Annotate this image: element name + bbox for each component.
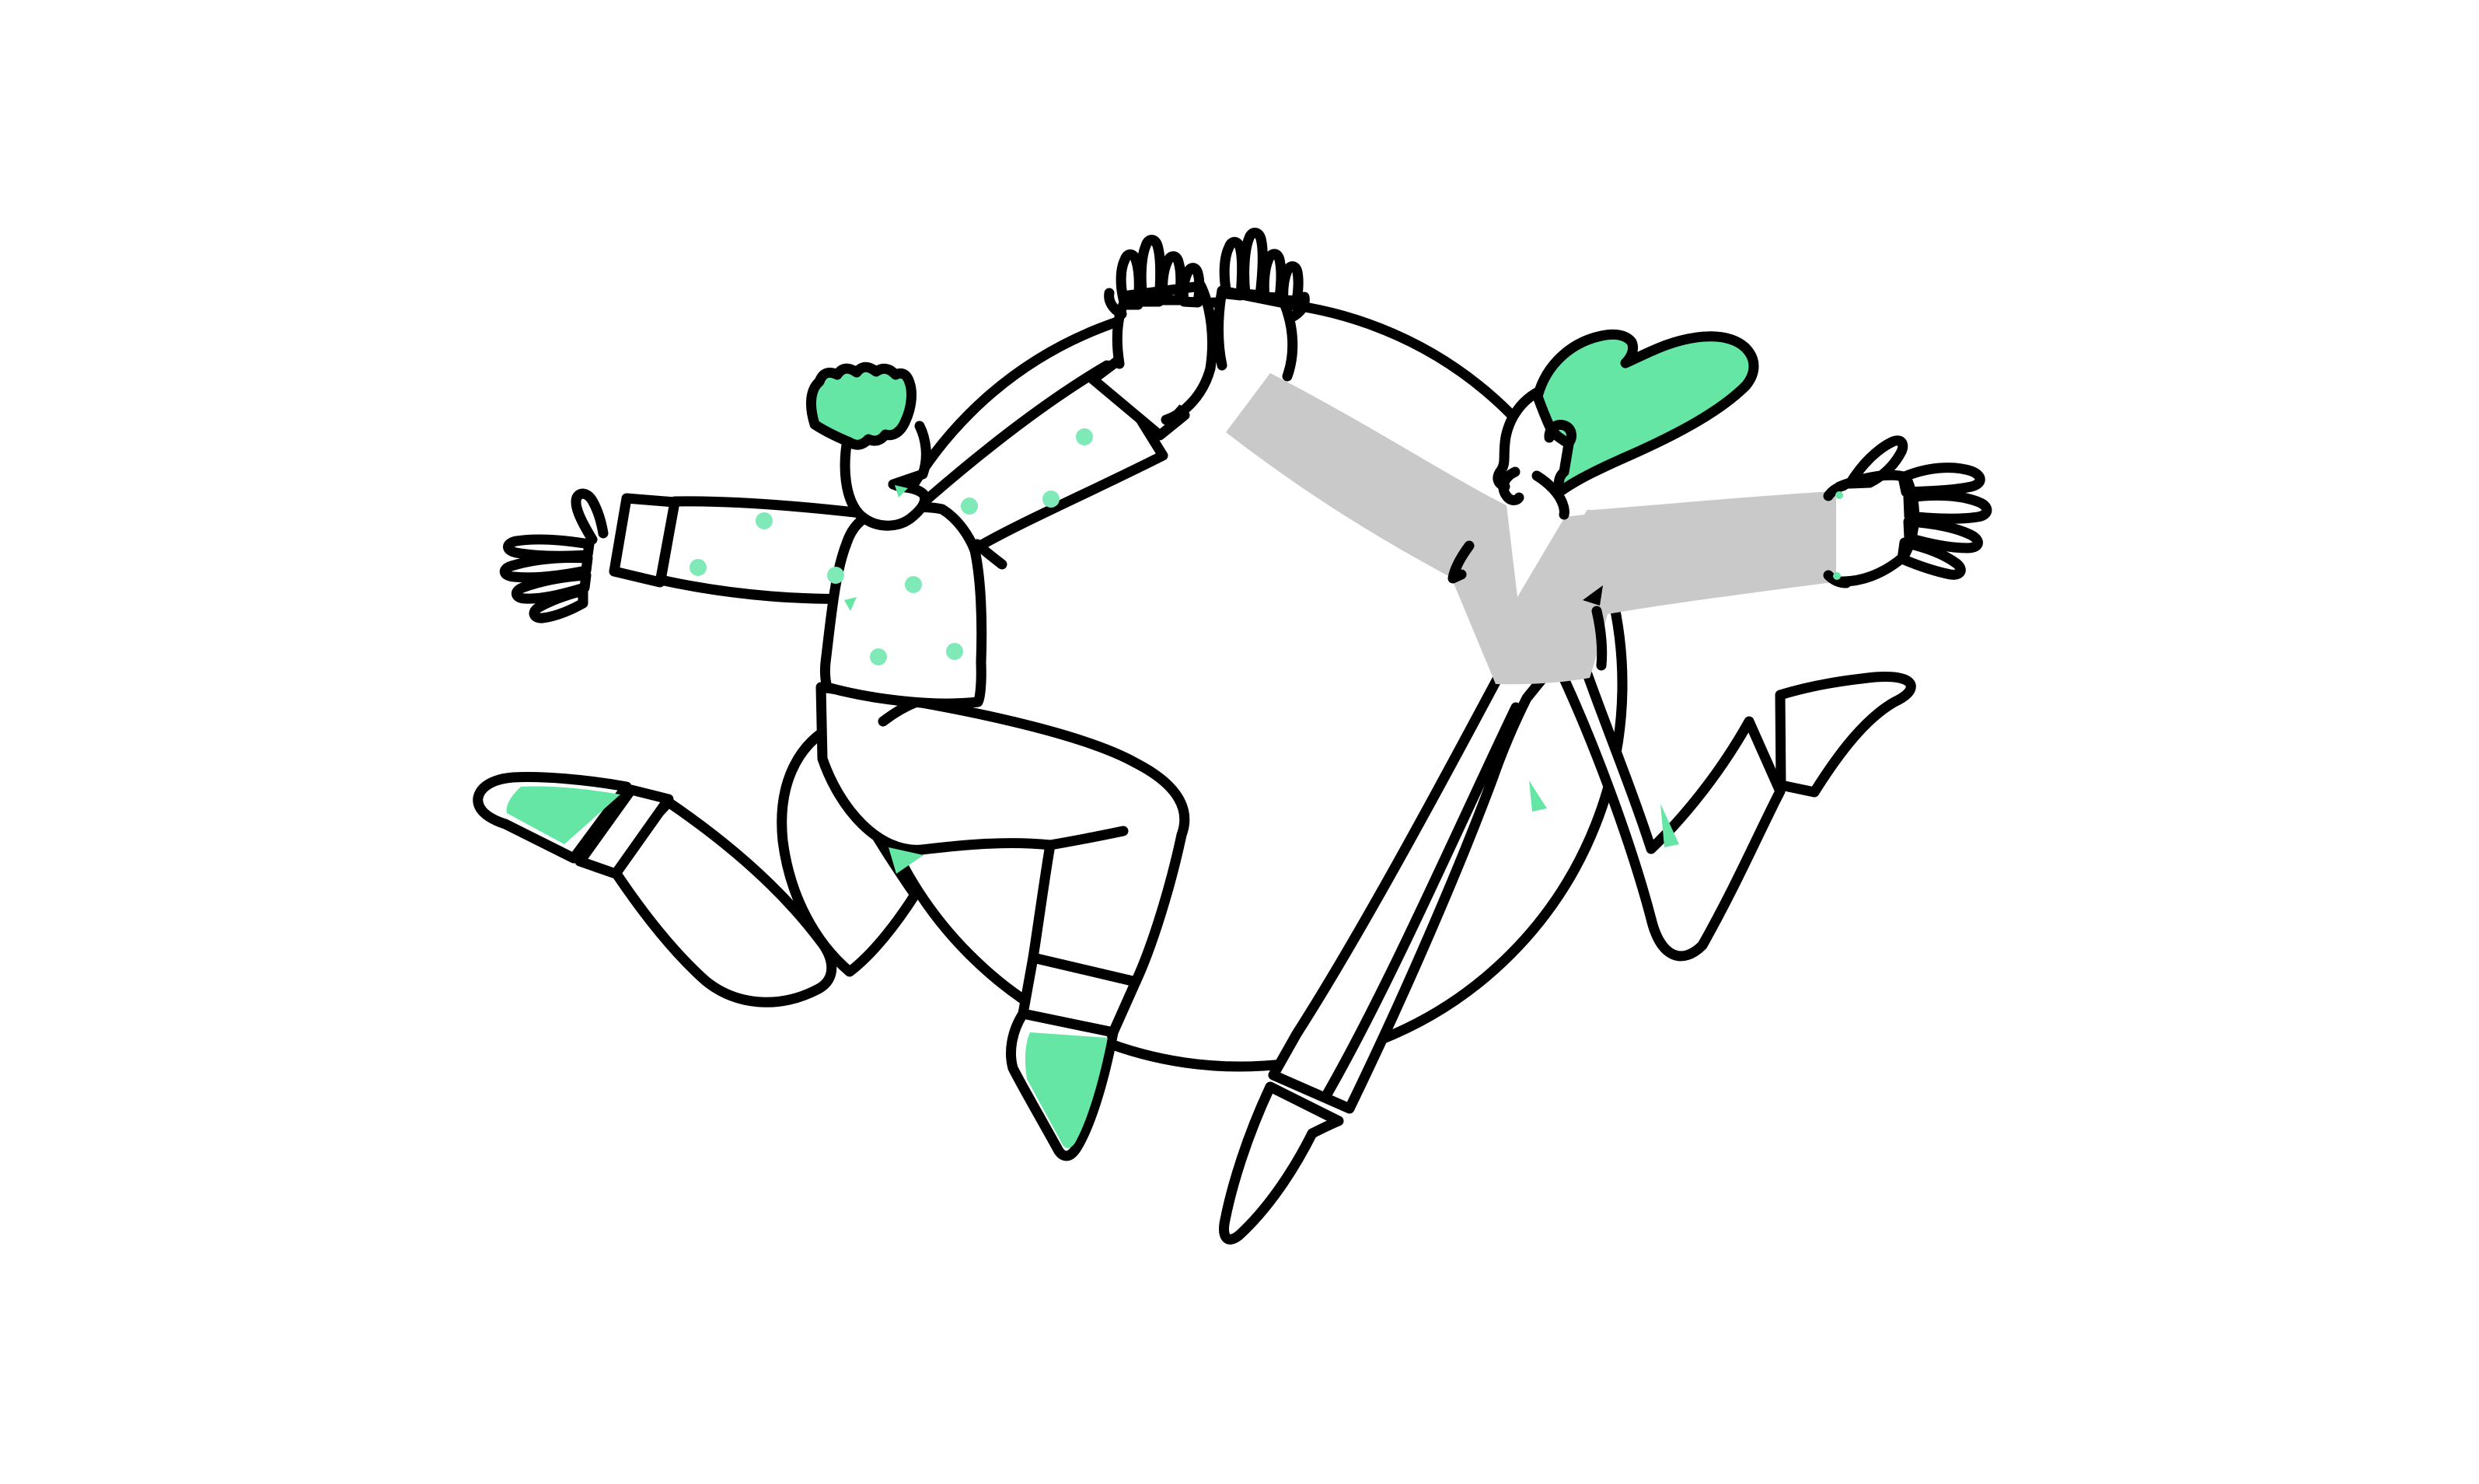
right-back-leg-seam (1322, 702, 1521, 1098)
left-wrist-cuff (609, 493, 680, 588)
right-wrist-hook-bottom (1823, 570, 1852, 588)
left-face (840, 421, 931, 531)
person-right (1213, 227, 1992, 1245)
right-front-leg (1552, 660, 1786, 962)
right-sweater-tick-1 (1447, 540, 1475, 584)
right-back-foot (1219, 1081, 1344, 1245)
left-thigh-sliver (889, 847, 924, 874)
left-torso (819, 502, 987, 709)
left-hair (805, 361, 917, 450)
left-knee-pit-line (1045, 826, 1129, 850)
left-hand-thumb (1104, 288, 1127, 319)
left-front-shoe-green (1025, 1032, 1108, 1149)
right-front-foot (1775, 672, 1916, 798)
left-open-hand (499, 488, 622, 623)
left-back-ankle-cuff (574, 784, 674, 879)
right-sweater (1226, 373, 1843, 685)
right-wrist-hook-top (1823, 480, 1849, 501)
left-back-calf (605, 797, 837, 1007)
left-mouth-sliver (895, 485, 908, 498)
left-open-thumb (571, 488, 609, 545)
right-mouth (1498, 466, 1524, 505)
right-knee-sliver-2 (1660, 804, 1679, 847)
left-front-leg (815, 682, 1190, 987)
right-face-profile (1493, 383, 1550, 492)
left-open-finger (529, 585, 588, 623)
left-armpit-sliver (844, 597, 857, 611)
right-sweater-tick-3 (1591, 606, 1608, 671)
left-back-shoe-green (506, 786, 620, 844)
right-ear-notch (1544, 420, 1576, 449)
right-hand-finger (1278, 261, 1304, 306)
left-hand-palm-outline (1112, 281, 1218, 425)
right-open-finger (1903, 490, 1992, 524)
right-wrist-speck (1833, 572, 1841, 580)
right-sweater-tick-2 (1583, 585, 1603, 606)
right-open-finger (1897, 537, 1966, 580)
right-hand-outline (1217, 285, 1298, 382)
right-hand-edge (1213, 285, 1227, 371)
right-open-hand (1823, 435, 1992, 588)
right-chin (1531, 470, 1569, 520)
right-open-finger (1903, 516, 1983, 553)
person-left (473, 235, 1218, 1161)
right-hand-thumb (1287, 292, 1310, 323)
right-palm-outline (1834, 470, 1920, 587)
right-wrist-speck (1835, 491, 1843, 499)
left-high-five-hand (1104, 235, 1218, 425)
left-polka-dots (690, 428, 1093, 665)
left-armpit-tick (972, 539, 1007, 570)
right-high-five-hand (1213, 227, 1310, 382)
right-hair (1532, 329, 1759, 496)
right-knee-sliver-1 (1529, 780, 1547, 812)
